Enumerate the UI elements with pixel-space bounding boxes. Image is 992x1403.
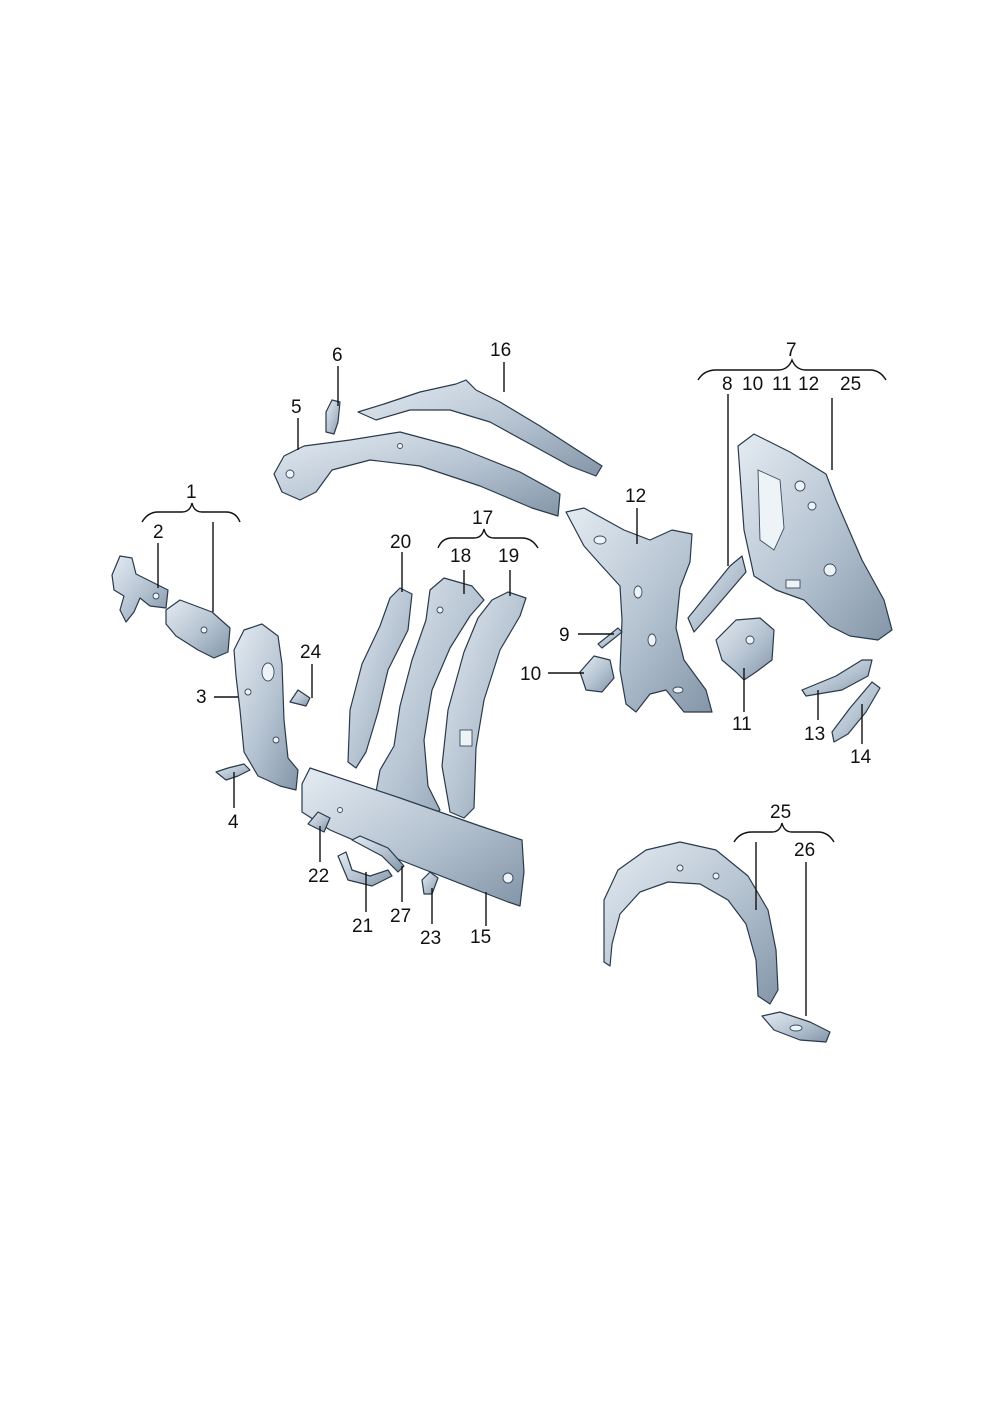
label-19: 19 bbox=[498, 546, 519, 567]
label-16: 16 bbox=[490, 340, 511, 361]
part-18-b-pillar bbox=[375, 577, 485, 821]
part-2-bracket bbox=[111, 555, 169, 623]
part-5-roof-rail bbox=[273, 431, 561, 517]
part-15-sill bbox=[301, 767, 525, 907]
part-7-side-panel bbox=[737, 433, 893, 641]
label-25: 25 bbox=[770, 802, 791, 823]
part-12-pillar-assembly bbox=[565, 507, 713, 713]
label-24: 24 bbox=[300, 642, 322, 663]
brace-25 bbox=[733, 822, 835, 843]
brace-17 bbox=[437, 528, 539, 549]
label-17: 17 bbox=[472, 508, 493, 529]
part-26-plate bbox=[761, 1011, 831, 1043]
part-22-bracket bbox=[307, 811, 331, 833]
label-7-sub-10: 10 bbox=[742, 374, 763, 395]
label-22: 22 bbox=[308, 866, 329, 887]
label-5: 5 bbox=[291, 397, 302, 418]
label-15: 15 bbox=[470, 927, 491, 948]
label-7: 7 bbox=[786, 340, 797, 361]
part-16-roof-rail bbox=[357, 379, 603, 477]
label-1: 1 bbox=[186, 482, 197, 503]
part-6-bracket bbox=[325, 399, 341, 435]
part-13-strip bbox=[801, 659, 873, 697]
part-21-bracket bbox=[337, 851, 393, 887]
label-26: 26 bbox=[794, 840, 815, 861]
part-11-bracket bbox=[715, 617, 775, 681]
label-23: 23 bbox=[420, 928, 441, 949]
label-4: 4 bbox=[228, 812, 239, 833]
brace-1 bbox=[141, 502, 241, 523]
label-3: 3 bbox=[196, 687, 207, 708]
part-9-rod bbox=[597, 627, 623, 649]
part-3-a-pillar bbox=[233, 623, 299, 791]
label-7-sub-25: 25 bbox=[840, 374, 861, 395]
part-1-bracket bbox=[165, 599, 231, 659]
label-21: 21 bbox=[352, 916, 373, 937]
part-8-strip bbox=[687, 555, 747, 633]
part-23-plate bbox=[421, 871, 439, 895]
part-25-wheel-arch bbox=[603, 841, 779, 1005]
label-14: 14 bbox=[850, 747, 872, 768]
leader-lines bbox=[157, 362, 863, 1016]
part-4-clip bbox=[215, 763, 251, 781]
part-19-pillar-inner bbox=[441, 591, 527, 819]
part-14-strip bbox=[831, 681, 881, 743]
part-10-bracket bbox=[579, 655, 615, 693]
label-7-sub-11: 11 bbox=[772, 374, 792, 395]
label-20: 20 bbox=[390, 532, 411, 553]
label-6: 6 bbox=[332, 345, 343, 366]
label-7-sub-8: 8 bbox=[722, 374, 733, 395]
part-20-reinforcement bbox=[347, 587, 413, 769]
label-10: 10 bbox=[520, 664, 541, 685]
label-7-sub-12: 12 bbox=[798, 374, 819, 395]
label-27: 27 bbox=[390, 906, 411, 927]
label-2: 2 bbox=[153, 522, 164, 543]
label-18: 18 bbox=[450, 546, 471, 567]
label-9: 9 bbox=[559, 625, 570, 646]
part-24-plate bbox=[289, 689, 311, 707]
brace-7 bbox=[697, 358, 887, 381]
label-12: 12 bbox=[625, 486, 646, 507]
label-13: 13 bbox=[804, 724, 825, 745]
label-11: 11 bbox=[732, 714, 752, 735]
part-27-bracket bbox=[351, 835, 405, 873]
